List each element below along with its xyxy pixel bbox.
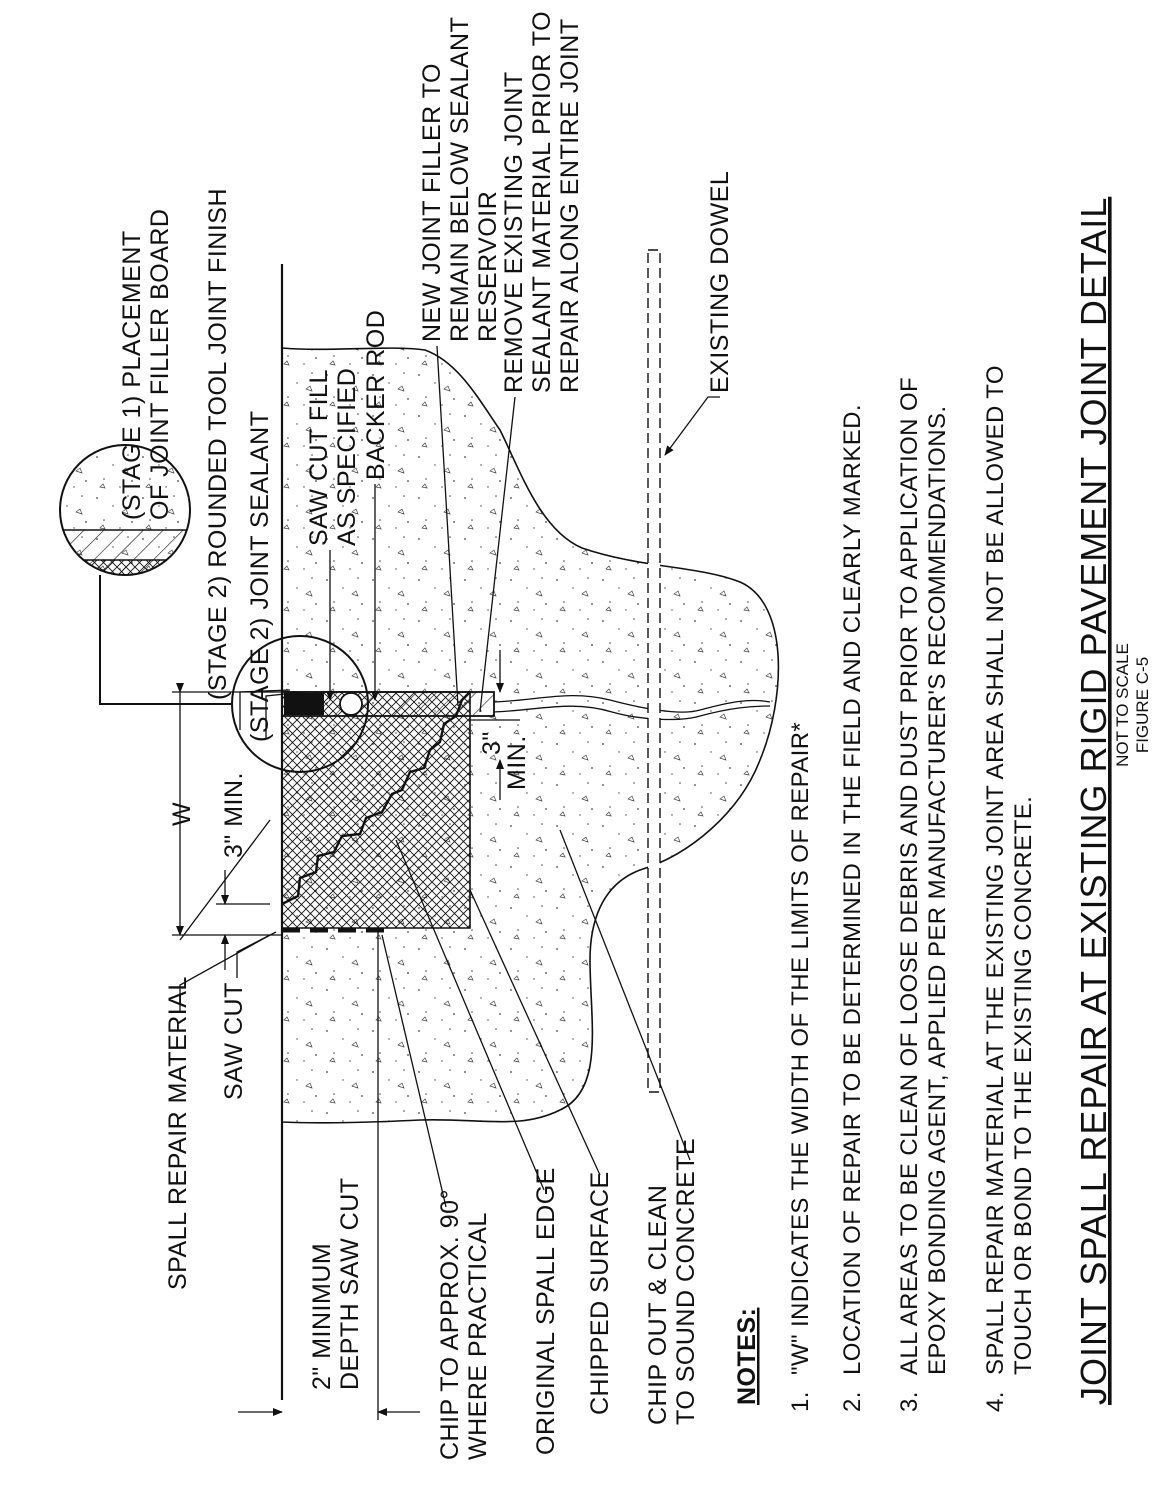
- callout-chipped-surface: CHIPPED SURFACE: [586, 1171, 614, 1415]
- callout-spall-repair-material: SPALL REPAIR MATERIAL: [164, 976, 192, 1290]
- figure-scale: NOT TO SCALE: [1113, 643, 1132, 767]
- callout-backer-rod: BACKER ROD: [362, 310, 390, 480]
- detail-bubble-leader: [99, 575, 232, 705]
- callout-leaders: [179, 345, 720, 1208]
- dim-2in-depth: [238, 930, 420, 1420]
- svg-text:2.: 2.: [839, 1391, 866, 1412]
- joint-sealant: [284, 693, 324, 715]
- svg-text:4.: 4.: [982, 1391, 1009, 1412]
- dim-3in-label: 3": [478, 731, 506, 755]
- callout-remove-sealant: REMOVE EXISTING JOINT SEALANT MATERIAL P…: [500, 4, 584, 394]
- callout-chip-90: CHIP TO APPROX. 90° WHERE PRACTICAL: [436, 1182, 492, 1460]
- figure-number: FIGURE C-5: [1133, 657, 1152, 753]
- note-item-4: 4. SPALL REPAIR MATERIAL AT THE EXISTING…: [982, 358, 1037, 1412]
- dim-min-label: MIN.: [503, 735, 531, 790]
- note-item-3: 3. ALL AREAS TO BE CLEAN OF LOOSE DEBRIS…: [896, 370, 951, 1412]
- callout-stage1-filler: (STAGE 1) PLACEMENT OF JOINT FILLER BOAR…: [118, 209, 174, 520]
- callout-stage2-tool: (STAGE 2) ROUNDED TOOL JOINT FINISH: [204, 188, 232, 700]
- note-item-2: 2. LOCATION OF REPAIR TO BE DETERMINED I…: [839, 404, 866, 1412]
- callout-saw-cut: SAW CUT: [220, 982, 248, 1100]
- callout-existing-dowel: EXISTING DOWEL: [706, 171, 734, 393]
- original-spall-edge-line: [281, 691, 471, 906]
- callout-new-filler: NEW JOINT FILLER TO REMAIN BELOW SEALANT…: [418, 10, 502, 342]
- spall-repair-material-area: [281, 691, 471, 929]
- dim-3in-min-top: [216, 870, 270, 970]
- backer-rod: [339, 692, 363, 716]
- svg-text:3.: 3.: [896, 1391, 923, 1412]
- svg-text:1.: 1.: [787, 1391, 814, 1412]
- callout-chip-out: CHIP OUT & CLEAN TO SOUND CONCRETE: [644, 1138, 700, 1425]
- figure-title: JOINT SPALL REPAIR AT EXISTING RIGID PAV…: [1073, 197, 1114, 1405]
- callout-original-edge: ORIGINAL SPALL EDGE: [532, 1167, 560, 1455]
- note-item-1: 1. "W" INDICATES THE WIDTH OF THE LIMITS…: [787, 722, 814, 1412]
- svg-text:LOCATION OF REPAIR TO BE DETER: LOCATION OF REPAIR TO BE DETERMINED IN T…: [839, 404, 866, 1375]
- svg-text:SPALL REPAIR MATERIAL AT THE E: SPALL REPAIR MATERIAL AT THE EXISTING JO…: [982, 358, 1037, 1375]
- notes-heading: NOTES:: [733, 1308, 761, 1405]
- dim-3in-min-label: 3" MIN.: [220, 772, 248, 858]
- callout-stage2-sealant: (STAGE 2) JOINT SEALANT: [246, 411, 274, 742]
- callout-saw-cut-fill: SAW CUT FILL AS SPECIFIED: [305, 363, 361, 546]
- svg-text:"W" INDICATES THE WIDTH OF THE: "W" INDICATES THE WIDTH OF THE LIMITS OF…: [787, 722, 814, 1375]
- dim-3in-min-side: [470, 650, 520, 800]
- concrete-slab-outline: [281, 347, 780, 1124]
- existing-dowel: [647, 249, 661, 1093]
- dim-w-label: W: [168, 802, 196, 826]
- callout-min-depth: 2" MINIMUM DEPTH SAW CUT: [308, 1177, 364, 1390]
- svg-text:ALL AREAS TO BE CLEAN OF LOOSE: ALL AREAS TO BE CLEAN OF LOOSE DEBRIS AN…: [896, 370, 951, 1375]
